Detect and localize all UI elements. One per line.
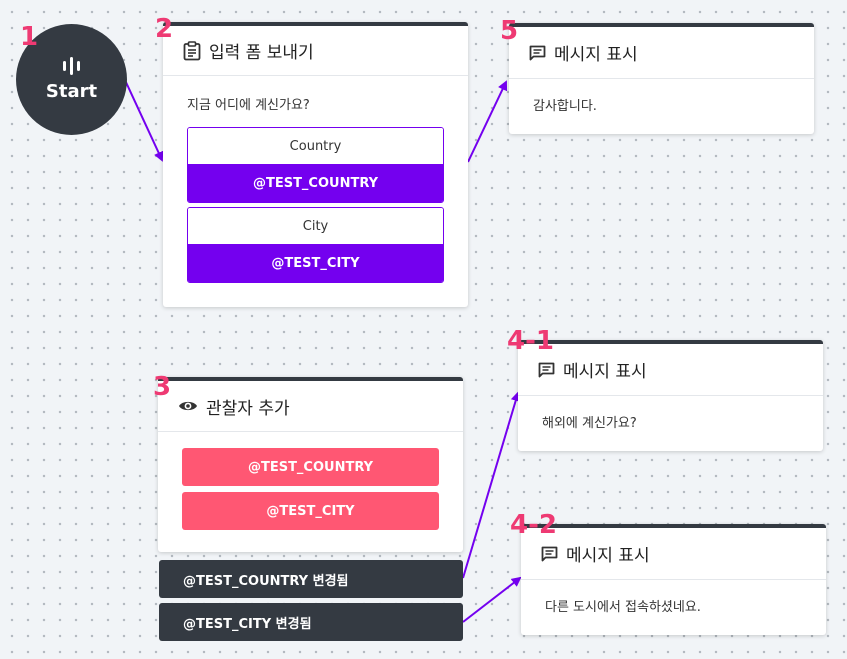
message-text: 해외에 계신가요? (542, 416, 637, 431)
clipboard-icon (183, 40, 201, 60)
message-icon (529, 45, 546, 60)
form-field-variable: @TEST_COUNTRY (188, 164, 443, 202)
eye-icon (179, 401, 197, 411)
message-icon (541, 546, 558, 561)
form-node-title: 입력 폼 보내기 (209, 43, 314, 63)
wire-city-to-message-4-2 (462, 576, 522, 623)
message-node-4-1[interactable]: 메시지 표시 해외에 계신가요? (518, 340, 823, 451)
output-city-changed[interactable]: @TEST_CITY 변경됨 (159, 603, 463, 641)
form-field-city[interactable]: City @TEST_CITY (187, 207, 444, 283)
message-node-title: 메시지 표시 (563, 362, 647, 382)
form-node-header: 입력 폼 보내기 (163, 26, 468, 76)
message-node-title: 메시지 표시 (554, 45, 638, 65)
message-node-title: 메시지 표시 (566, 546, 650, 566)
start-icon (63, 57, 80, 75)
message-text: 다른 도시에서 접속하셨네요. (545, 600, 701, 615)
wire-form-to-message-5 (467, 80, 508, 163)
watch-variable-city[interactable]: @TEST_CITY (182, 492, 439, 530)
step-label-2: 2 (155, 14, 174, 44)
form-field-country[interactable]: Country @TEST_COUNTRY (187, 127, 444, 203)
step-label-1: 1 (20, 22, 39, 52)
message-node-4-2[interactable]: 메시지 표시 다른 도시에서 접속하셨네요. (521, 524, 826, 635)
form-field-name: Country (188, 128, 443, 164)
wire-start-to-form (124, 79, 164, 162)
message-node-5[interactable]: 메시지 표시 감사합니다. (509, 23, 814, 134)
step-label-4-1: 4-1 (507, 326, 554, 356)
watcher-node-header: 관찰자 추가 (158, 381, 463, 432)
step-label-3: 3 (153, 372, 172, 402)
watcher-node-title: 관찰자 추가 (206, 398, 290, 419)
output-country-changed[interactable]: @TEST_COUNTRY 변경됨 (159, 560, 463, 598)
watcher-node[interactable]: 관찰자 추가 @TEST_COUNTRY @TEST_CITY (158, 377, 463, 552)
message-text: 감사합니다. (533, 99, 597, 114)
step-label-5: 5 (500, 16, 519, 46)
form-question: 지금 어디에 계신가요? (187, 98, 310, 113)
message-node-header: 메시지 표시 (521, 528, 826, 580)
form-field-name: City (188, 208, 443, 244)
wire-country-to-message-4-1 (462, 391, 521, 579)
form-node[interactable]: 입력 폼 보내기 지금 어디에 계신가요? Country @TEST_COUN… (163, 22, 468, 307)
watch-variable-country[interactable]: @TEST_COUNTRY (182, 448, 439, 486)
form-field-variable: @TEST_CITY (188, 244, 443, 282)
message-node-header: 메시지 표시 (509, 27, 814, 79)
start-label: Start (45, 81, 98, 102)
start-node[interactable]: Start (16, 24, 127, 135)
message-node-header: 메시지 표시 (518, 344, 823, 396)
step-label-4-2: 4-2 (510, 510, 557, 540)
message-icon (538, 362, 555, 377)
